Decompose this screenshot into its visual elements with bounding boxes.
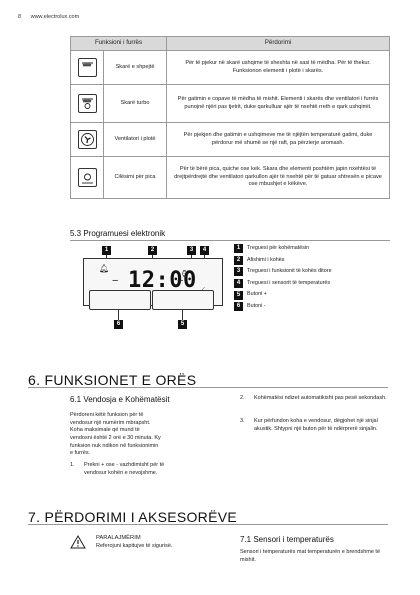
function-desc: Për pjekjen dhe gatimin e ushqimeve me t… xyxy=(166,122,390,157)
fan-circle-icon xyxy=(77,130,97,149)
warning-icon xyxy=(70,535,86,549)
plus-symbol: + xyxy=(177,275,184,287)
chapter-title: 6. FUNKSIONET E ORËS xyxy=(28,372,197,388)
oven-functions-table: Funksioni i furrës Përdorimi Skarë e shp… xyxy=(70,36,390,199)
section-title: 6.1 Vendosja e Kohëmatësit xyxy=(70,395,170,404)
bottom-heat-icon xyxy=(77,58,97,77)
section-title: 7.1 Sensori i temperaturës xyxy=(240,535,334,544)
function-desc: Për gatimin e copave të mëdha të mishit.… xyxy=(166,84,390,123)
callout-5: 5 xyxy=(178,320,187,329)
callout-3: 3 xyxy=(187,246,196,255)
divider xyxy=(28,387,388,388)
step-number: 2. xyxy=(240,395,245,401)
function-name: Cilësimi për pica xyxy=(103,156,167,199)
step-number: 3. xyxy=(240,418,245,424)
col-header-usage: Përdorimi xyxy=(166,36,390,51)
callout-4: 4 xyxy=(200,246,209,255)
warning-title: PARALAJMËRIM xyxy=(96,535,141,541)
time-display: 12:00 xyxy=(128,268,197,293)
function-desc: Për të bërë pica, quiche ose kek. Skara … xyxy=(166,156,390,199)
warning-text: Referojuni kapitujve të sigurisë. xyxy=(96,543,173,549)
section-title: 5.3 Programuesi elektronik xyxy=(70,229,166,238)
callout-2: 2 xyxy=(148,246,157,255)
function-name: Skarë e shpejtë xyxy=(103,50,167,85)
leader-line xyxy=(182,309,183,320)
function-name: Ventilatori i plotë xyxy=(103,122,167,157)
minus-symbol: − xyxy=(112,275,119,287)
table-row: Skarë turbo Për gatimin e copave të mëdh… xyxy=(70,84,390,123)
plus-button[interactable] xyxy=(152,290,214,310)
divider xyxy=(70,240,390,241)
step-text: Kur përfundon koha e vendosur, dëgjohet … xyxy=(254,418,378,432)
turbo-grill-icon xyxy=(77,94,97,113)
chapter-title: 7. PËRDORIMI I AKSESORËVE xyxy=(28,509,238,525)
table-row: Ventilatori i plotë Për pjekjen dhe gati… xyxy=(70,122,390,157)
col-header-function: Funksioni i furrës xyxy=(70,36,167,51)
body-paragraph: Sensori i temperaturës mat temperaturën … xyxy=(240,549,381,563)
function-desc: Për të pjekur në skarë ushqime të shesht… xyxy=(166,50,390,85)
leader-line xyxy=(118,309,119,320)
page-number: 8 xyxy=(18,14,22,20)
clock-icon: ⌚︎ xyxy=(180,269,190,279)
table-row: Skarë e shpejtë Për të pjekur në skarë u… xyxy=(70,50,390,85)
pizza-icon xyxy=(77,168,97,187)
callout-6: 6 xyxy=(114,320,123,329)
table-row: Cilësimi për pica Për të bërë pica, quic… xyxy=(70,156,390,199)
callout-1: 1 xyxy=(102,246,111,255)
minus-button[interactable] xyxy=(89,290,151,310)
page-header: 8 www.electrolux.com xyxy=(18,14,79,20)
step-number: 1. xyxy=(70,462,75,468)
function-name: Skarë turbo xyxy=(103,84,167,123)
step-text: Prekni + ose - vazhdimisht për të vendos… xyxy=(84,462,165,476)
bell-icon: 🔔︎ xyxy=(99,264,110,273)
website-url: www.electrolux.com xyxy=(30,14,80,20)
step-text: Kohëmatësi ndizet automatikisht pas pesë… xyxy=(254,395,387,401)
body-paragraph: Përdoreni këtë funksion për të vendosur … xyxy=(70,412,161,457)
divider xyxy=(28,524,388,525)
